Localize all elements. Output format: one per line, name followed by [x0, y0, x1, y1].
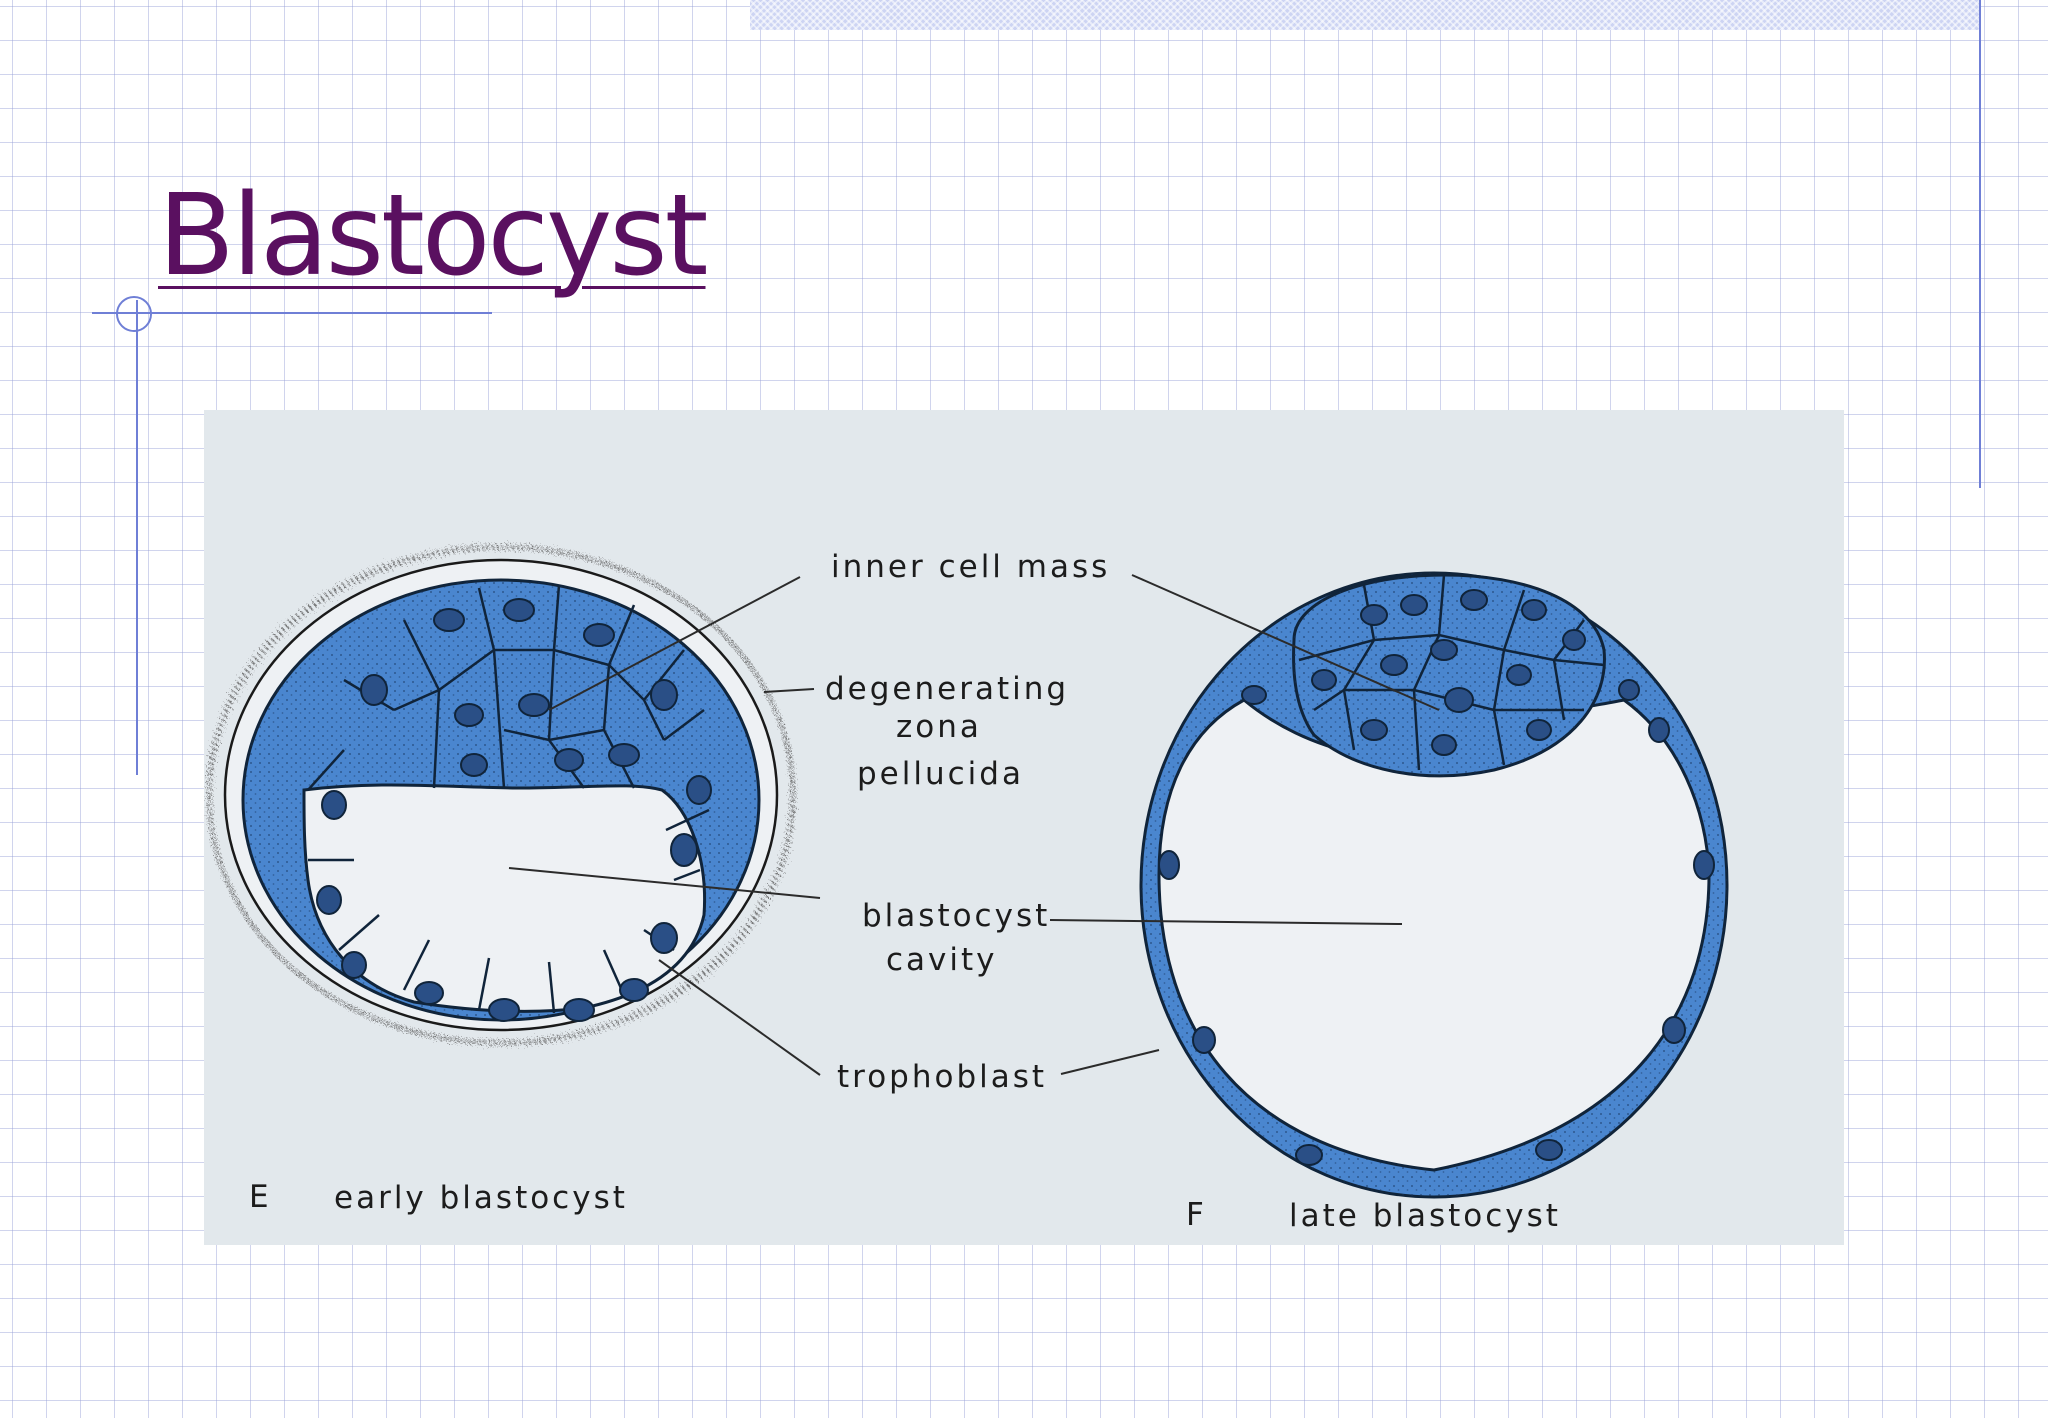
early-nuclei — [316, 598, 712, 1022]
label-trophoblast: trophoblast — [837, 1059, 1047, 1095]
blastocyst-diagram: inner cell mass degenerating zona pelluc… — [206, 544, 1729, 1234]
label-cavity: cavity — [886, 942, 998, 978]
panel-f-caption: late blastocyst — [1289, 1198, 1561, 1234]
leader-cavity-late — [1049, 919, 1403, 925]
early-blastocyst-drawing — [206, 544, 796, 1046]
early-blastocyst-cavity — [302, 783, 707, 1013]
label-pellucida: pellucida — [857, 756, 1024, 792]
decorative-title-circle — [116, 296, 152, 332]
slide-title: Blastocyst — [158, 171, 708, 301]
label-inner-cell-mass: inner cell mass — [831, 549, 1110, 585]
panel-e-caption: early blastocyst — [334, 1180, 628, 1216]
decorative-left-rule — [136, 300, 138, 775]
panel-f-letter: F — [1186, 1197, 1207, 1233]
leader-zona — [763, 688, 815, 693]
late-blastocyst-cavity — [1157, 698, 1711, 1172]
late-nuclei — [1158, 589, 1715, 1166]
decorative-title-rule — [92, 312, 492, 314]
leader-inner-cell-mass-late — [1131, 574, 1440, 711]
leader-trophoblast-early — [658, 959, 821, 1076]
zona-fuzz-outer — [206, 544, 796, 1046]
leader-trophoblast-late — [1060, 1049, 1160, 1075]
leader-inner-cell-mass-early — [548, 576, 801, 711]
leader-cavity-early — [508, 867, 821, 899]
panel-e-letter: E — [249, 1179, 272, 1215]
label-blastocyst: blastocyst — [862, 898, 1050, 934]
label-degenerating: degenerating — [825, 671, 1069, 707]
leader-lines — [508, 574, 1440, 1076]
decorative-right-rule — [1979, 0, 1981, 488]
blastocyst-figure: inner cell mass degenerating zona pelluc… — [204, 410, 1844, 1245]
label-zona: zona — [896, 709, 982, 745]
late-blastocyst-drawing — [1139, 571, 1729, 1199]
decorative-top-band — [750, 0, 1980, 30]
